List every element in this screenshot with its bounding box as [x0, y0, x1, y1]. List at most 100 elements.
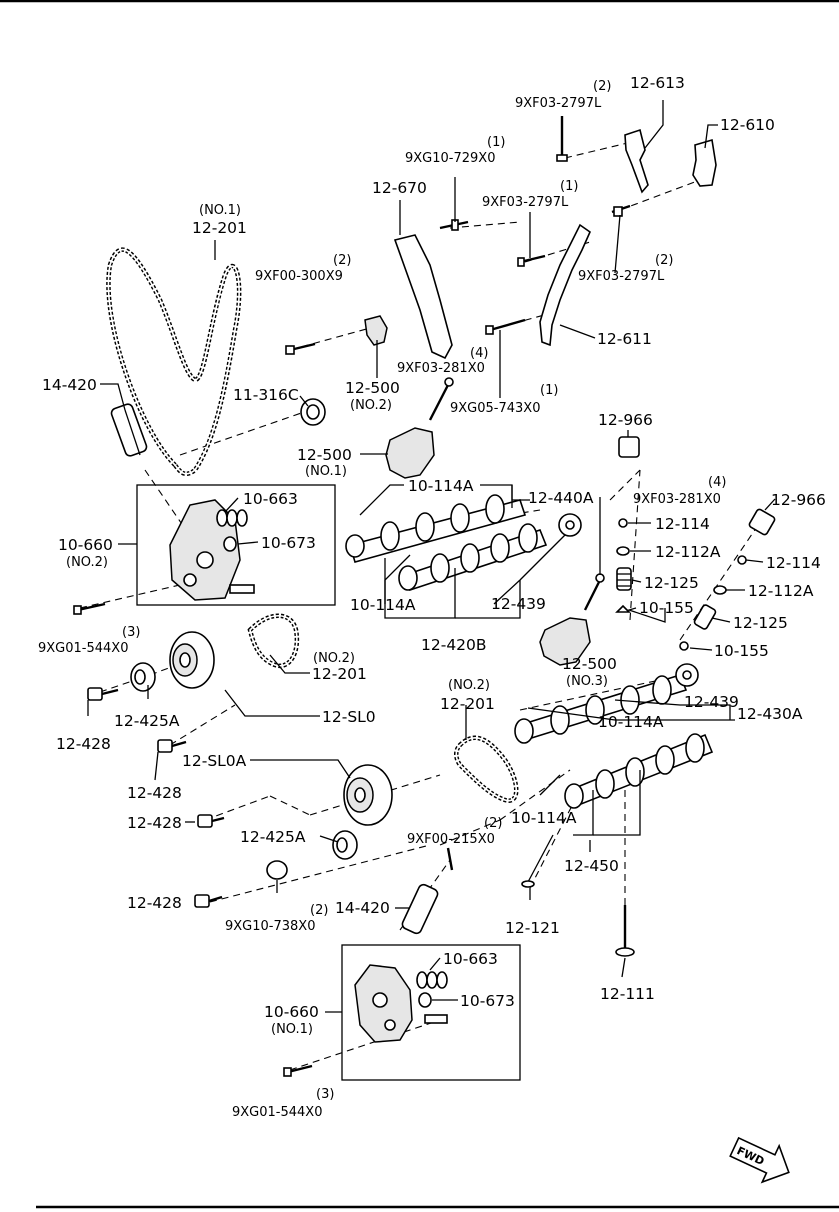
part-12-125-spring-b — [693, 604, 717, 630]
bolt-9xf00-300x9 — [285, 342, 316, 355]
part-10-155-seal-b — [679, 641, 689, 651]
label-10-114a-d: 10-114A — [511, 809, 577, 827]
box-10-660-no2 — [136, 484, 336, 606]
label-12-428-d: 12-428 — [127, 894, 182, 912]
label-10-673-a: 10-673 — [261, 534, 316, 552]
label-12-500-no3-note: (NO.3) — [566, 674, 608, 689]
part-12-121-valve — [521, 834, 554, 888]
part-11-316c-seal — [300, 398, 326, 426]
part-12-440a-camshaft — [345, 494, 527, 563]
label-10-663-b: 10-663 — [443, 950, 498, 968]
part-12-670-chain-guide — [393, 234, 453, 360]
part-12-439-plate-b — [675, 663, 699, 687]
bolt-9xf03-2797l-top — [556, 116, 568, 162]
label-10-660-no1: 10-660 — [264, 1003, 319, 1021]
bolt-9xg05-743x0 — [485, 318, 526, 335]
label-12-125-a: 12-125 — [644, 574, 699, 592]
label-9xf03-2797l-a-qty: (2) — [593, 79, 611, 94]
part-12-439-plate-a — [558, 513, 582, 537]
label-9xf03-281x0-a-qty: (4) — [470, 346, 488, 361]
part-12-430a-camshaft — [514, 674, 688, 744]
label-12-966-b: 12-966 — [771, 491, 826, 509]
part-12-sl0-vvt-sprocket — [169, 631, 215, 689]
part-14-420-ocv-upper — [110, 403, 148, 457]
bolt-12-428-b — [157, 739, 187, 753]
label-12-425a-a: 12-425A — [114, 712, 180, 730]
label-12-201-no2a: 12-201 — [312, 665, 367, 683]
part-12-500-no1-tensioner — [385, 427, 435, 479]
label-12-sl0a: 12-SL0A — [182, 752, 247, 770]
label-10-155-a: 10-155 — [639, 599, 694, 617]
label-9xf03-281x0-a: 9XF03-281X0 — [397, 361, 485, 376]
label-12-670: 12-670 — [372, 179, 427, 197]
label-12-201-no1: 12-201 — [192, 219, 247, 237]
label-9xf03-2797l-b-qty: (1) — [560, 179, 578, 194]
part-12-966-tappet-a — [618, 436, 640, 458]
label-9xf03-281x0-b: 9XF03-281X0 — [633, 492, 721, 507]
label-9xf00-300x9: 9XF00-300X9 — [255, 269, 343, 284]
label-12-428-b: 12-428 — [127, 784, 182, 802]
label-10-114a-c: 10-114A — [598, 713, 664, 731]
label-10-114a-b: 10-114A — [350, 596, 416, 614]
part-12-611-chain-guide — [539, 223, 591, 347]
label-9xf03-281x0-b-qty: (4) — [708, 475, 726, 490]
label-10-663-a: 10-663 — [243, 490, 298, 508]
part-10-673-a — [223, 536, 237, 552]
leader-lines — [87, 100, 776, 1013]
part-number-labels: 12-613 12-610 (2) 9XF03-2797L (1) 9XG10-… — [38, 74, 826, 1120]
fwd-arrow-icon: FWD — [729, 1136, 790, 1184]
label-12-425a-b: 12-425A — [240, 828, 306, 846]
label-12-610: 12-610 — [720, 116, 775, 134]
label-9xg05-743x0-qty: (1) — [540, 383, 558, 398]
label-10-155-b: 10-155 — [714, 642, 769, 660]
bolt-9xf03-281x0-right — [583, 573, 605, 611]
bolt-9xg01-544x0-lower — [283, 1064, 313, 1077]
label-10-660-no2-note: (NO.2) — [66, 555, 108, 570]
label-12-439-b: 12-439 — [684, 693, 739, 711]
part-12-112a-retainer-a — [616, 546, 630, 556]
bolt-9xg01-544x0-upper — [73, 602, 106, 615]
label-10-660-no1-note: (NO.1) — [271, 1022, 313, 1037]
bolt-9xf03-2797l-right — [611, 204, 631, 217]
label-12-428-a: 12-428 — [56, 735, 111, 753]
part-12-sl0a-vvt-sprocket — [343, 764, 393, 826]
label-12-112a-b: 12-112A — [748, 582, 814, 600]
part-12-114-keeper-a — [618, 518, 628, 528]
part-12-125-spring-a — [616, 567, 632, 591]
label-12-121: 12-121 — [505, 919, 560, 937]
part-12-201-no2-chain-b — [454, 735, 519, 803]
label-9xf03-2797l-a: 9XF03-2797L — [515, 96, 602, 111]
label-9xf03-2797l-c-qty: (2) — [655, 253, 673, 268]
part-12-201-no2-chain-a — [247, 613, 300, 669]
label-12-111: 12-111 — [600, 985, 655, 1003]
part-12-201-no1-timing-chain — [106, 247, 242, 477]
label-12-450: 12-450 — [564, 857, 619, 875]
part-10-155-seal-a — [615, 604, 631, 613]
label-12-500-no1: 12-500 — [297, 446, 352, 464]
label-9xf00-300x9-qty: (2) — [333, 253, 351, 268]
label-9xf03-2797l-b: 9XF03-2797L — [482, 195, 569, 210]
part-12-500-no2-tensioner — [364, 315, 388, 346]
label-12-430a: 12-430A — [737, 705, 803, 723]
label-12-201-no1-note: (NO.1) — [199, 203, 241, 218]
label-12-428-c: 12-428 — [127, 814, 182, 832]
label-10-660-no2: 10-660 — [58, 536, 113, 554]
bolt-12-428-c — [197, 814, 225, 828]
label-12-125-b: 12-125 — [733, 614, 788, 632]
part-12-425a-washer-b — [332, 830, 358, 860]
label-9xf00-215x0-qty: (2) — [484, 816, 502, 831]
label-12-440a: 12-440A — [528, 489, 594, 507]
bolt-12-428-a — [87, 687, 119, 701]
label-9xg05-743x0: 9XG05-743X0 — [450, 401, 540, 416]
part-14-420-ocv-lower — [401, 883, 439, 935]
part-10-673-b — [418, 992, 432, 1008]
label-12-201-no2b: 12-201 — [440, 695, 495, 713]
label-12-112a-a: 12-112A — [655, 543, 721, 561]
label-12-114-b: 12-114 — [766, 554, 821, 572]
part-10-660-no1-body — [354, 964, 448, 1043]
label-9xg01-544x0-b-qty: (3) — [316, 1087, 334, 1102]
part-12-450-camshaft — [564, 733, 714, 809]
bolt-9xf03-2797l-mid — [517, 254, 546, 267]
label-12-613: 12-613 — [630, 74, 685, 92]
